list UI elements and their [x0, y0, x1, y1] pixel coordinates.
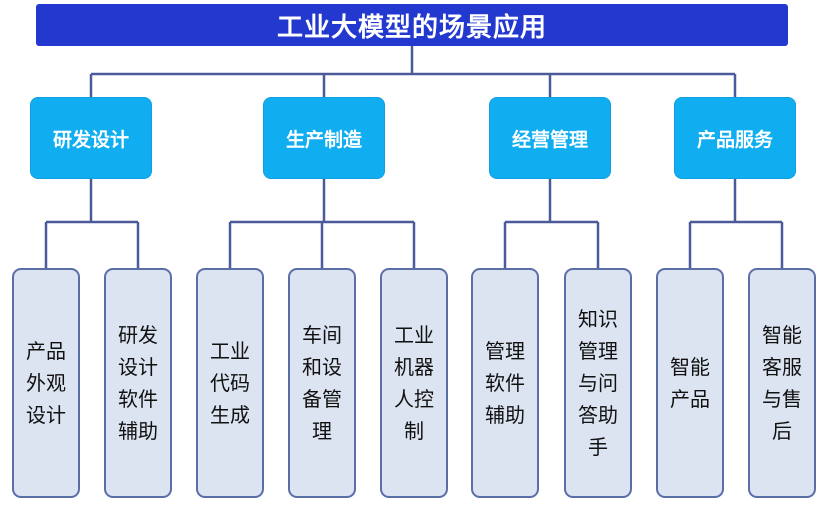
leaf-mgmt-software-assist: 管理 软件 辅助	[471, 268, 539, 498]
leaf-product-appearance-design: 产品 外观 设计	[12, 268, 80, 498]
leaf-robot-control: 工业 机器 人控 制	[380, 268, 448, 498]
leaf-rnd-software-assist: 研发 设计 软件 辅助	[104, 268, 172, 498]
leaf-label: 知识 管理 与问 答助 手	[578, 307, 618, 459]
diagram-title: 工业大模型的场景应用	[36, 4, 788, 46]
leaf-label: 车间 和设 备管 理	[302, 323, 342, 443]
category-production: 生产制造	[264, 98, 384, 178]
category-operations: 经营管理	[490, 98, 610, 178]
leaf-knowledge-qa-assistant: 知识 管理 与问 答助 手	[564, 268, 632, 498]
leaf-smart-product: 智能 产品	[656, 268, 724, 498]
leaf-label: 工业 机器 人控 制	[394, 323, 434, 443]
leaf-label: 产品 外观 设计	[26, 339, 66, 427]
category-product-service: 产品服务	[675, 98, 795, 178]
leaf-label: 管理 软件 辅助	[485, 339, 525, 427]
leaf-industrial-code-gen: 工业 代码 生成	[196, 268, 264, 498]
leaf-label: 工业 代码 生成	[210, 339, 250, 427]
category-rnd-design: 研发设计	[31, 98, 151, 178]
leaf-smart-service-aftersales: 智能 客服 与售 后	[748, 268, 816, 498]
leaf-label: 智能 产品	[670, 355, 710, 411]
leaf-workshop-equipment-mgmt: 车间 和设 备管 理	[288, 268, 356, 498]
leaf-label: 智能 客服 与售 后	[762, 323, 802, 443]
leaf-label: 研发 设计 软件 辅助	[118, 323, 158, 443]
